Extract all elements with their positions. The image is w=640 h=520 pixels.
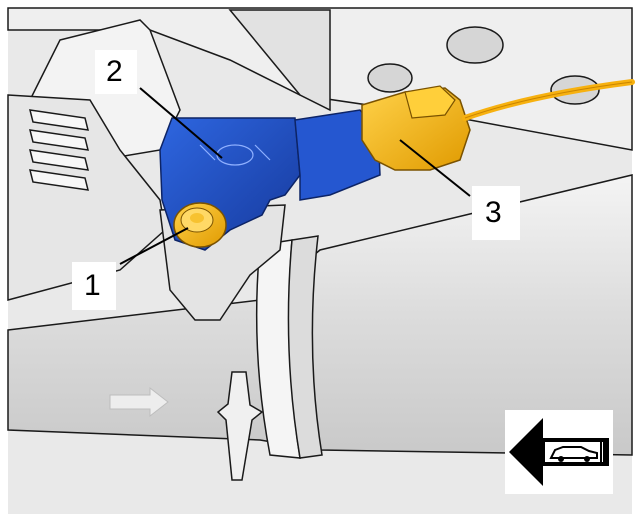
leader-line-3 <box>399 139 471 197</box>
leader-line-1 <box>119 227 189 265</box>
sensor-bolt <box>173 202 227 248</box>
callout-label-3: 3 <box>485 196 502 229</box>
clamp-tab <box>216 371 264 481</box>
wiring-harness-edge <box>464 81 633 119</box>
direction-badge <box>505 410 613 494</box>
connector-latch <box>404 85 456 119</box>
vehicle-forward-arrow-icon <box>509 418 609 486</box>
callout-box-2: 2 <box>95 50 137 94</box>
callout-box-1: 1 <box>72 262 116 310</box>
callout-label-2: 2 <box>106 55 123 88</box>
leader-line-2 <box>139 87 223 159</box>
cooling-fins <box>29 109 89 191</box>
upper-rib <box>228 9 331 112</box>
pipe-collar <box>287 235 323 459</box>
callout-label-1: 1 <box>84 269 101 302</box>
callout-box-3: 3 <box>472 186 520 240</box>
flow-arrow <box>109 386 169 418</box>
